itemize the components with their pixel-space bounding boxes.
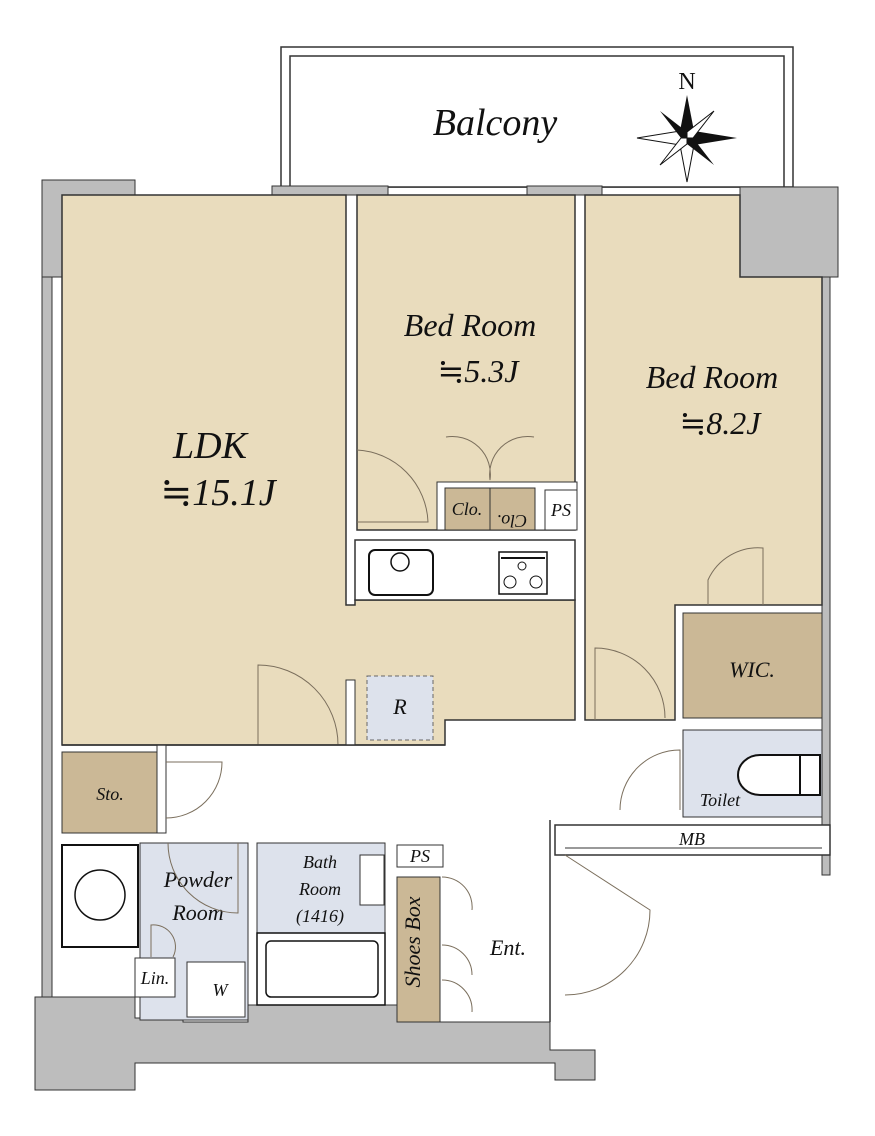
powder-line2: Room (171, 900, 223, 925)
kitchen-counter: R (345, 539, 576, 746)
closet-1-label: Clo. (452, 499, 483, 519)
shoes-box-label: Shoes Box (400, 896, 425, 987)
balcony: Balcony (280, 46, 794, 188)
ps-label-2: PS (409, 846, 430, 866)
washer-area (61, 844, 139, 948)
closet-1 (444, 487, 491, 531)
fridge-space (366, 675, 434, 741)
closet-2-label: Clo. (497, 511, 528, 531)
sink-icon (368, 549, 434, 596)
bedroom-1-size: ≒5.3J (437, 353, 520, 389)
ps-label-1: PS (550, 500, 571, 520)
wic-label: WIC. (729, 657, 775, 682)
ldk-size: ≒15.1J (160, 472, 277, 514)
room-storage: Sto. (61, 744, 445, 834)
powder-line1: Powder (163, 867, 233, 892)
entrance-label: Ent. (489, 935, 526, 960)
room-bedroom-1: Bed Room ≒5.3J Clo. Clo. PS (356, 194, 578, 531)
room-toilet: Toilet (619, 729, 823, 818)
bath-line2: Room (298, 879, 341, 899)
shoes-box (396, 876, 441, 1023)
bathtub-icon (265, 940, 379, 998)
bath-line3: (1416) (296, 906, 344, 927)
mb-label: MB (678, 829, 705, 849)
storage-label: Sto. (96, 784, 124, 804)
washer-label: W (213, 980, 230, 1000)
bath-line1: Bath (303, 852, 337, 872)
bedroom-2-size: ≒8.2J (679, 405, 762, 441)
bedroom-1-name: Bed Room (404, 307, 536, 343)
balcony-label: Balcony (433, 102, 558, 144)
fridge-label: R (392, 694, 407, 719)
ldk-name: LDK (172, 425, 249, 467)
entrance: PS Shoes Box Ent. (396, 844, 526, 1023)
linen-label: Lin. (140, 968, 170, 988)
room-powder: Powder Room Lin. W (134, 842, 249, 1021)
toilet-icon (737, 754, 801, 796)
room-bedroom-2: Bed Room ≒8.2J WIC. (584, 194, 823, 721)
walk-in-closet (682, 612, 823, 719)
compass-north-label: N (678, 69, 695, 95)
stove-icon (498, 551, 548, 595)
bedroom-2-name: Bed Room (646, 359, 778, 395)
room-bath: Bath Room (1416) (256, 842, 386, 1006)
toilet-label: Toilet (700, 790, 741, 810)
closet-2 (489, 487, 536, 531)
meter-box: MB (549, 820, 831, 1022)
compass-icon: N (636, 69, 737, 183)
